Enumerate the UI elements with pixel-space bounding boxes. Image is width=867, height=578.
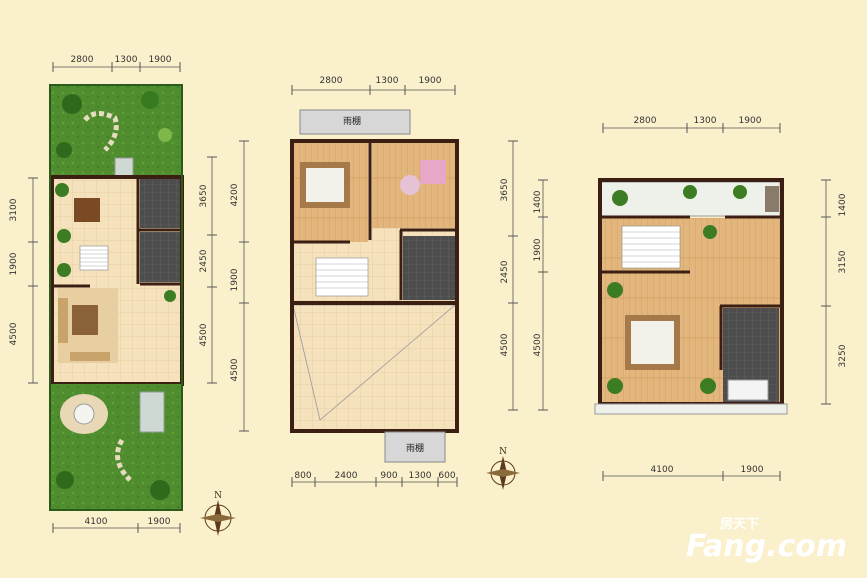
potted-plant xyxy=(57,263,71,277)
dim-label: 1300 xyxy=(115,55,138,65)
bathroom xyxy=(140,232,180,282)
dim-label: 1300 xyxy=(409,471,432,481)
dim-label: 1900 xyxy=(739,116,762,126)
kitchen xyxy=(140,178,180,228)
sofa xyxy=(70,352,110,361)
dim-label: 2450 xyxy=(199,249,209,272)
coffee-table xyxy=(72,305,98,335)
canopy-label: 雨棚 xyxy=(406,442,424,454)
dim-label: 3250 xyxy=(838,344,848,367)
potted-plant xyxy=(683,185,697,199)
shrub xyxy=(56,471,74,489)
dim-label: 900 xyxy=(380,471,397,481)
dim-label: 4500 xyxy=(230,358,240,381)
bathtub xyxy=(727,379,769,401)
potted-plant xyxy=(55,183,69,197)
dim-label: 4500 xyxy=(500,333,510,356)
dim-label: 2800 xyxy=(320,76,343,86)
potted-plant xyxy=(612,190,628,206)
plan-top-floor: 2800 1300 1900 xyxy=(533,116,848,481)
plan-second-floor: 2800 1300 1900 雨棚 雨棚 xyxy=(230,76,520,490)
sofa xyxy=(58,298,68,343)
dim-label: 1900 xyxy=(148,517,171,527)
potted-plant xyxy=(57,229,71,243)
potted-plant xyxy=(703,225,717,239)
dim-label: 4100 xyxy=(651,465,674,475)
dim-label: 3150 xyxy=(838,250,848,273)
shrub xyxy=(158,128,172,142)
canopy-label: 雨棚 xyxy=(343,115,361,127)
shrub xyxy=(62,94,82,114)
bed-sheet xyxy=(631,321,674,364)
kids-bed xyxy=(420,160,446,184)
dim-label: 1900 xyxy=(230,268,240,291)
dim-label: 1300 xyxy=(376,76,399,86)
dim-label: 2400 xyxy=(335,471,358,481)
dim-label: 4200 xyxy=(230,183,240,206)
potted-plant xyxy=(733,185,747,199)
potted-plant xyxy=(700,378,716,394)
bed-sheet xyxy=(306,168,344,202)
shrub xyxy=(150,480,170,500)
north-label: N xyxy=(214,491,222,501)
dim-label: 4100 xyxy=(85,517,108,527)
compass-icon: N xyxy=(486,447,520,490)
dim-label: 1900 xyxy=(533,238,543,261)
dim-label: 800 xyxy=(294,471,311,481)
staircase xyxy=(621,225,681,269)
balcony-rail xyxy=(594,403,788,415)
north-label: N xyxy=(499,447,507,457)
dim-label: 2450 xyxy=(500,260,510,283)
kids-toy xyxy=(400,175,420,195)
staircase xyxy=(79,245,109,271)
dim-label: 3650 xyxy=(500,178,510,201)
lot-boundary xyxy=(49,84,183,511)
garden-path xyxy=(83,111,119,152)
dim-label: 2800 xyxy=(71,55,94,65)
dim-label: 600 xyxy=(438,471,455,481)
shrub xyxy=(56,142,72,158)
potted-plant xyxy=(607,378,623,394)
dim-label: 1300 xyxy=(694,116,717,126)
dim-label: 1400 xyxy=(533,190,543,213)
dim-label: 4500 xyxy=(9,322,19,345)
exterior-wall xyxy=(290,139,459,433)
dim-label: 1400 xyxy=(838,193,848,216)
shrub xyxy=(141,91,159,109)
plan-ground-floor: 2800 1300 1900 xyxy=(9,55,236,536)
dim-label: 4500 xyxy=(199,323,209,346)
bathroom xyxy=(403,236,455,300)
dim-label: 4500 xyxy=(533,333,543,356)
potted-plant xyxy=(164,290,176,302)
dim-label: 2800 xyxy=(634,116,657,126)
double-height-void xyxy=(293,305,455,430)
dim-label: 3100 xyxy=(9,198,19,221)
compass-icon: N xyxy=(200,491,236,536)
dim-label: 1900 xyxy=(419,76,442,86)
dim-label: 3650 xyxy=(199,184,209,207)
canopy-bottom xyxy=(384,431,446,463)
potted-plant xyxy=(607,282,623,298)
watermark-logo: 房天下 Fang.com xyxy=(686,516,847,564)
patio-table xyxy=(73,403,95,425)
dim-label: 1900 xyxy=(149,55,172,65)
front-steps xyxy=(139,391,165,433)
dim-label: 1900 xyxy=(741,465,764,475)
terrace-seat xyxy=(765,186,779,212)
canopy-top xyxy=(299,109,411,135)
watermark-brand-cn: 房天下 xyxy=(720,516,759,532)
garden-path xyxy=(115,438,132,482)
dim-label: 1900 xyxy=(9,252,19,275)
watermark-brand-en: Fang.com xyxy=(686,529,847,564)
staircase xyxy=(315,257,369,297)
dining-table xyxy=(74,198,100,222)
